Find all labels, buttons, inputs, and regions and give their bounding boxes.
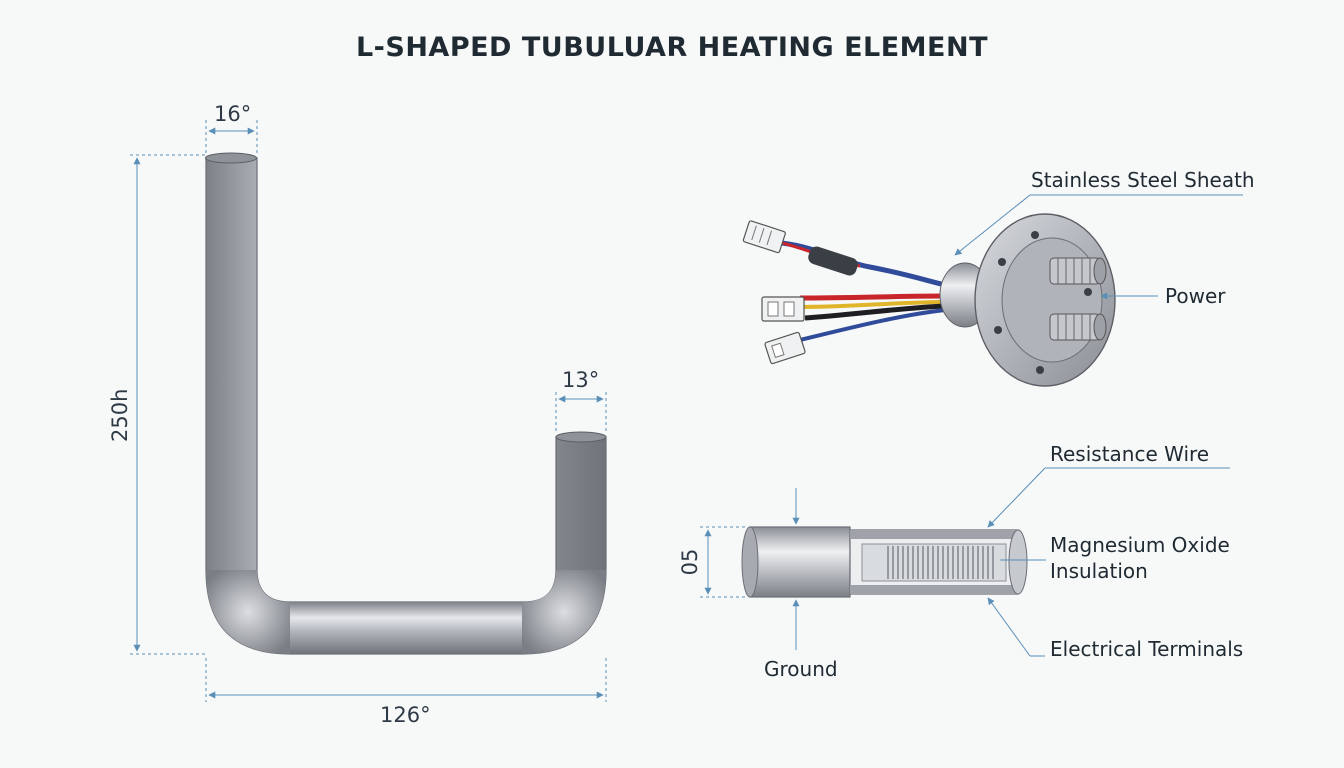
- terminal-stud-top: [1049, 257, 1107, 285]
- connector-plug-top: [742, 220, 786, 254]
- resistance-coil: [887, 546, 994, 579]
- label-ground: Ground: [764, 657, 838, 681]
- callout-leaders: [700, 194, 1243, 657]
- dim-height: 250h: [108, 388, 132, 442]
- label-insulation-line1: Magnesium Oxide: [1050, 533, 1230, 557]
- terminal-flange-assembly: [742, 213, 1116, 387]
- cutaway-section: [741, 526, 1028, 598]
- label-resistance-wire: Resistance Wire: [1050, 442, 1210, 466]
- dim-top-left-width: 16°: [214, 102, 252, 126]
- terminal-stud-bottom: [1049, 313, 1107, 341]
- label-insulation-line2: Insulation: [1050, 559, 1148, 583]
- label-sheath: Stainless Steel Sheath: [1031, 168, 1255, 192]
- dimension-lines: [130, 120, 607, 702]
- connector-plug-bottom: [764, 331, 806, 365]
- l-shaped-tube: [205, 152, 607, 655]
- label-power: Power: [1165, 284, 1226, 308]
- page-title: L-SHAPED TUBULUAR HEATING ELEMENT: [355, 32, 989, 63]
- label-terminals: Electrical Terminals: [1050, 637, 1244, 661]
- connector-plug-middle: [761, 296, 805, 322]
- dim-bottom-width: 126°: [380, 703, 431, 727]
- dim-top-right-width: 13°: [562, 368, 600, 392]
- dim-section-diameter: 05: [678, 548, 702, 576]
